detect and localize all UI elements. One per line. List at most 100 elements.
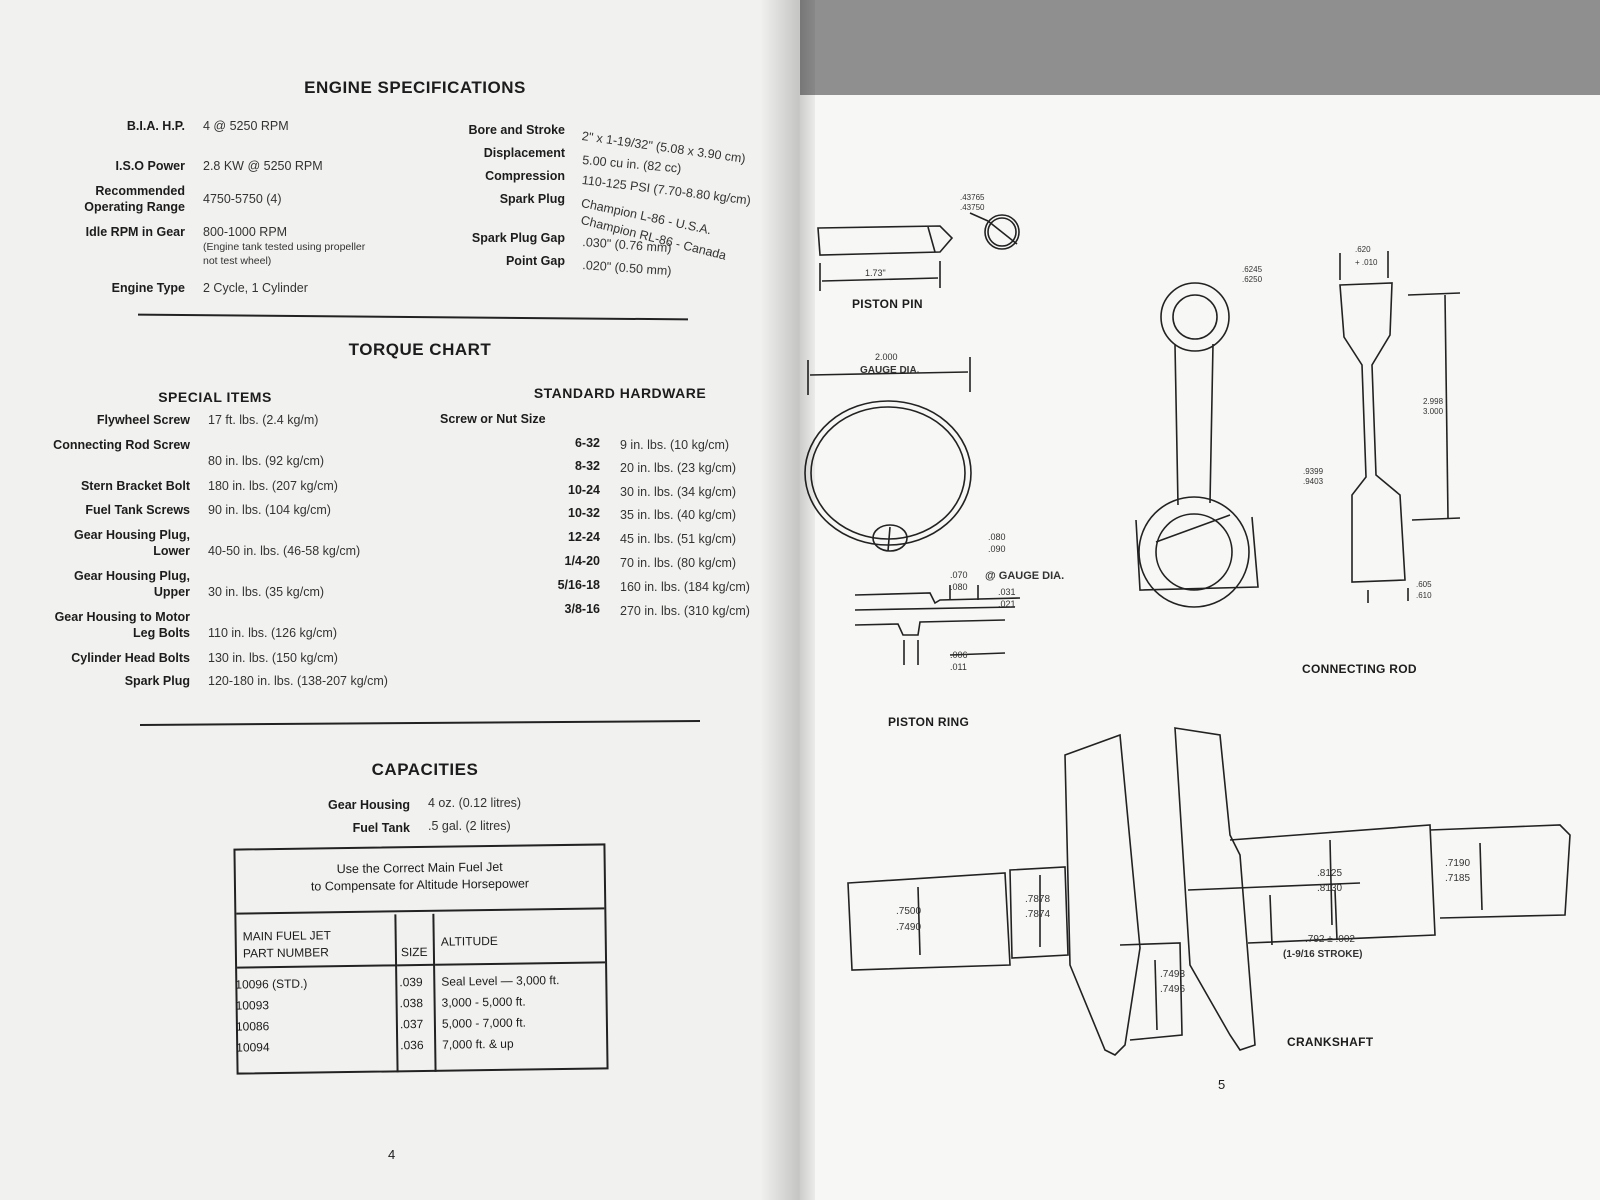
standard-size-label: 12-24 <box>568 530 600 544</box>
jet-altitude-cell: 3,000 - 5,000 ft. <box>441 994 526 1010</box>
rod-big-bottom: .9403 <box>1303 477 1324 486</box>
rod-big-top: .9399 <box>1303 467 1324 476</box>
crank-d-bottom: .8130 <box>1317 883 1343 894</box>
standard-size-value: 270 in. lbs. (310 kg/cm) <box>620 604 750 618</box>
standard-size-label: 10-24 <box>568 483 600 497</box>
jet-part-cell: 10096 (STD.) <box>235 976 308 992</box>
crank-a-top: .7500 <box>896 906 922 917</box>
ring-gap-bottom: .090 <box>988 544 1006 554</box>
crank-stroke-2: (1-9/16 STROKE) <box>1283 949 1363 960</box>
jet-part-cell: 10093 <box>235 998 270 1013</box>
ring-s-top: .006 <box>950 650 968 660</box>
capacities-title: CAPACITIES <box>371 760 479 779</box>
fuel-jet-table: Use the Correct Main Fuel Jet to Compens… <box>233 843 609 1075</box>
special-item-value: 30 in. lbs. (35 kg/cm) <box>208 585 325 599</box>
ring-gauge-bottom: GAUGE DIA. <box>860 365 920 376</box>
special-item-value: 17 ft. lbs. (2.4 kg/m) <box>208 413 319 427</box>
special-item-label: Stern Bracket Bolt <box>80 479 190 493</box>
special-item-value: 80 in. lbs. (92 kg/cm) <box>208 454 325 468</box>
ring-w-top: .070 <box>950 570 968 580</box>
connecting-rod-drawing <box>1135 251 1461 608</box>
rod-b-bottom: .610 <box>1416 591 1432 600</box>
crank-b-bottom: .7874 <box>1025 909 1051 920</box>
rod-len-top: 2.998 <box>1423 397 1444 406</box>
standard-size-value: 160 in. lbs. (184 kg/cm) <box>620 580 750 594</box>
jet-altitude-cell: Seal Level — 3,000 ft. <box>441 973 560 989</box>
col-part-header: MAIN FUEL JET PART NUMBER <box>236 914 398 969</box>
spec-value-iso: 2.8 KW @ 5250 RPM <box>203 159 323 173</box>
rod-small-top: .6245 <box>1242 265 1263 274</box>
capacity-value-fuel: .5 gal. (2 litres) <box>428 819 511 833</box>
jet-size-cell: .039 <box>399 974 423 990</box>
spec-label-point-gap: Point Gap <box>505 254 565 268</box>
special-item-label: Gear Housing to Motor Leg Bolts <box>54 610 190 640</box>
special-item-value: 90 in. lbs. (104 kg/cm) <box>208 503 331 517</box>
capacity-value-gear: 4 oz. (0.12 litres) <box>428 796 522 810</box>
piston-pin-length: 1.73" <box>865 268 886 278</box>
ring-w-bottom: .080 <box>950 582 968 592</box>
torque-title: TORQUE CHART <box>348 340 492 359</box>
spec-label-iso: I.S.O Power <box>115 159 185 173</box>
spec-value-bia: 4 @ 5250 RPM <box>203 119 289 133</box>
standard-size-label: 1/4-20 <box>564 554 600 568</box>
jet-part-cell: 10086 <box>235 1019 270 1034</box>
crank-a-bottom: .7490 <box>896 922 922 933</box>
standard-size-label: 10-32 <box>568 506 600 520</box>
crankshaft-drawing <box>847 727 1571 1056</box>
spec-label-spark-plug: Spark Plug <box>499 192 565 206</box>
special-item-label: Connecting Rod Screw <box>53 438 190 452</box>
piston-pin-label: PISTON PIN <box>852 297 923 311</box>
crank-c-bottom: .7496 <box>1160 984 1186 995</box>
col-altitude-header: ALTITUDE <box>434 911 606 966</box>
special-item-value: 110 in. lbs. (126 kg/cm) <box>208 626 337 640</box>
special-item-label: Cylinder Head Bolts <box>71 651 190 665</box>
book-gutter <box>760 0 815 1200</box>
spec-value-engine-type: 2 Cycle, 1 Cylinder <box>203 281 308 295</box>
spec-value-idle: 800-1000 RPM <box>203 225 288 239</box>
standard-size-label: 5/16-18 <box>557 578 600 592</box>
ring-s-bottom: .011 <box>950 662 967 672</box>
rod-w-top: .620 <box>1355 245 1371 254</box>
ring-t-bottom: .021 <box>998 599 1016 609</box>
ring-w-note: @ GAUGE DIA. <box>985 570 1065 582</box>
divider-torque <box>139 720 701 726</box>
standard-size-label: 3/8-16 <box>564 602 600 616</box>
jet-size-cell: .036 <box>400 1037 424 1053</box>
crank-e-bottom: .7185 <box>1445 873 1471 884</box>
crank-e-top: .7190 <box>1445 858 1471 869</box>
crank-stroke-1: .792 ± .002 <box>1305 934 1355 945</box>
piston-ring-drawing <box>804 357 1021 665</box>
fuel-jet-table-title: Use the Correct Main Fuel Jet to Compens… <box>235 845 605 915</box>
spec-label-compression: Compression <box>485 169 565 183</box>
special-item-label: Flywheel Screw <box>96 413 190 427</box>
spec-label-plug-gap: Spark Plug Gap <box>471 231 565 245</box>
jet-size-cell: .038 <box>399 995 424 1011</box>
rod-small-bottom: .6250 <box>1242 275 1263 284</box>
special-item-value: 180 in. lbs. (207 kg/cm) <box>208 479 338 493</box>
left-page: ENGINE SPECIFICATIONS B.I.A. H.P. 4 @ 52… <box>0 0 800 1200</box>
rod-w-bottom: + .010 <box>1355 258 1378 267</box>
piston-pin-dia-top: .43765 <box>960 193 985 202</box>
spec-label-bore: Bore and Stroke <box>468 123 565 137</box>
spec-label-engine-type: Engine Type <box>111 281 185 295</box>
jet-part-cell: 10094 <box>236 1040 270 1055</box>
piston-pin-drawing <box>817 212 1020 291</box>
spec-value-range: 4750-5750 (4) <box>203 192 282 206</box>
capacity-label-fuel: Fuel Tank <box>352 821 410 835</box>
capacity-label-gear: Gear Housing <box>328 798 410 812</box>
jet-size-cell: .037 <box>399 1016 424 1032</box>
page-number-left: 4 <box>388 1147 396 1162</box>
standard-size-value: 20 in. lbs. (23 kg/cm) <box>620 461 737 475</box>
engine-specs-title: ENGINE SPECIFICATIONS <box>304 78 526 97</box>
special-item-value: 130 in. lbs. (150 kg/cm) <box>208 651 338 665</box>
crankshaft-label: CRANKSHAFT <box>1287 1035 1374 1049</box>
crank-d-top: .8125 <box>1317 868 1343 879</box>
standard-size-value: 45 in. lbs. (51 kg/cm) <box>620 532 737 546</box>
crank-c-top: .7493 <box>1160 969 1186 980</box>
spec-note-idle: (Engine tank tested using propeller not … <box>203 241 366 267</box>
special-item-label: Gear Housing Plug, Upper <box>74 569 190 599</box>
special-item-value: 120-180 in. lbs. (138-207 kg/cm) <box>208 674 388 688</box>
jet-altitude-cell: 7,000 ft. & up <box>442 1036 514 1052</box>
standard-size-label: 6-32 <box>574 436 600 450</box>
piston-pin-dia-bottom: .43750 <box>960 203 985 212</box>
